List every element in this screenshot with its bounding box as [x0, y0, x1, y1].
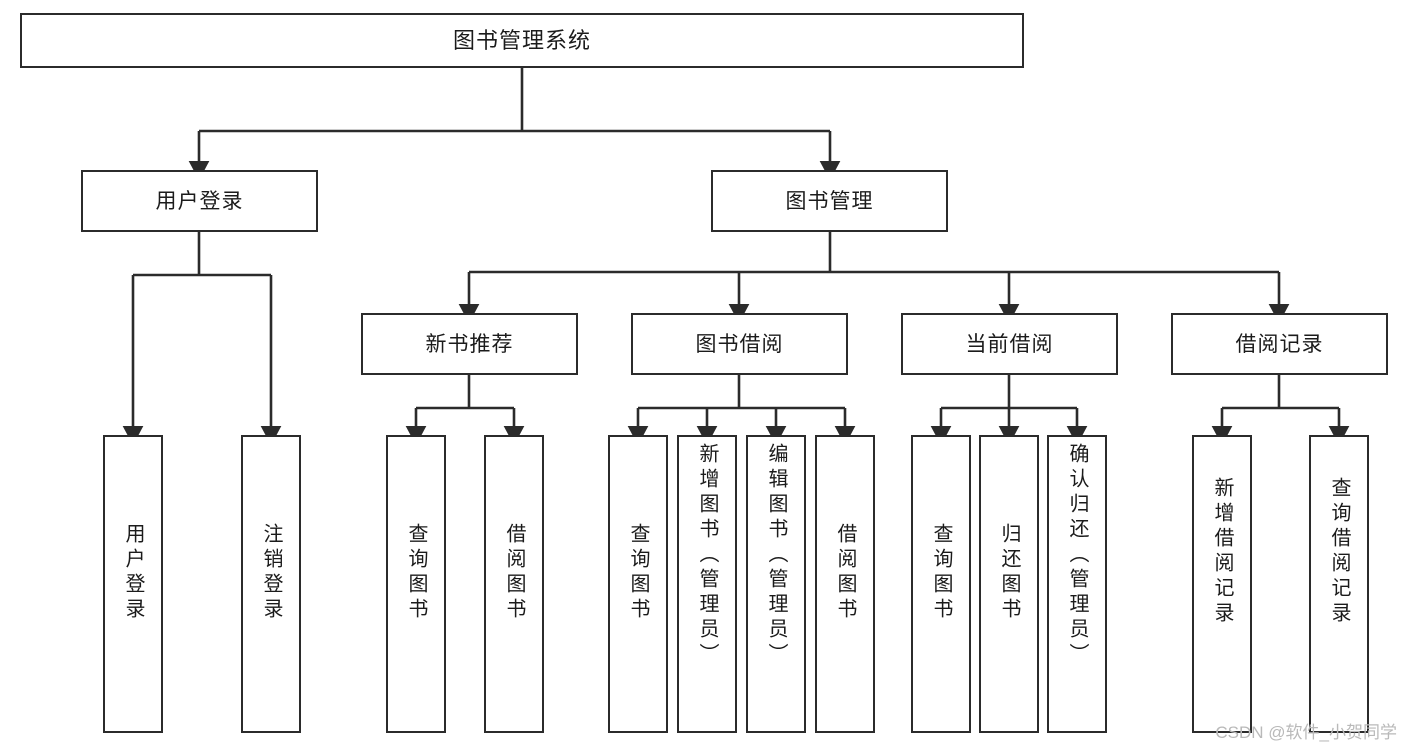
leaf-confirm-return[interactable]: 确认归还（管理员）: [1047, 435, 1107, 733]
leaf-query-book-current-label: 查询图书: [930, 523, 952, 623]
node-root-label: 图书管理系统: [452, 27, 591, 53]
leaf-borrow-book[interactable]: 借阅图书: [815, 435, 875, 733]
node-borrow-record[interactable]: 借阅记录: [1171, 313, 1388, 375]
leaf-add-borrow-record[interactable]: 新增借阅记录: [1192, 435, 1252, 733]
node-book-manage[interactable]: 图书管理: [711, 170, 948, 232]
leaf-add-book-label: 新增图书（管理员）: [696, 443, 718, 668]
leaf-confirm-return-label: 确认归还（管理员）: [1066, 443, 1088, 668]
node-borrow-record-label: 借阅记录: [1235, 332, 1324, 356]
node-new-book-recommend-label: 新书推荐: [425, 332, 514, 356]
node-root[interactable]: 图书管理系统: [20, 13, 1024, 68]
leaf-query-book-recommend-label: 查询图书: [405, 523, 427, 623]
leaf-edit-book[interactable]: 编辑图书（管理员）: [746, 435, 806, 733]
leaf-add-book[interactable]: 新增图书（管理员）: [677, 435, 737, 733]
leaf-edit-book-label: 编辑图书（管理员）: [765, 443, 787, 668]
leaf-query-book-current[interactable]: 查询图书: [911, 435, 971, 733]
node-user-login[interactable]: 用户登录: [81, 170, 318, 232]
leaf-query-book-borrow-label: 查询图书: [627, 523, 649, 623]
watermark: CSDN @软件_小贺同学: [1215, 723, 1397, 742]
node-book-manage-label: 图书管理: [785, 189, 874, 213]
leaf-borrow-book-label: 借阅图书: [834, 523, 856, 623]
node-book-borrow-label: 图书借阅: [695, 332, 784, 356]
leaf-borrow-book-recommend[interactable]: 借阅图书: [484, 435, 544, 733]
node-book-borrow[interactable]: 图书借阅: [631, 313, 848, 375]
node-current-borrow[interactable]: 当前借阅: [901, 313, 1118, 375]
leaf-return-book[interactable]: 归还图书: [979, 435, 1039, 733]
leaf-add-borrow-record-label: 新增借阅记录: [1211, 477, 1233, 627]
leaf-query-borrow-record[interactable]: 查询借阅记录: [1309, 435, 1369, 733]
leaf-user-login-label: 用户登录: [122, 523, 144, 623]
node-user-login-label: 用户登录: [155, 189, 244, 213]
leaf-return-book-label: 归还图书: [998, 523, 1020, 623]
node-new-book-recommend[interactable]: 新书推荐: [361, 313, 578, 375]
leaf-user-login[interactable]: 用户登录: [103, 435, 163, 733]
leaf-borrow-book-recommend-label: 借阅图书: [503, 523, 525, 623]
node-current-borrow-label: 当前借阅: [965, 332, 1054, 356]
leaf-query-book-recommend[interactable]: 查询图书: [386, 435, 446, 733]
leaf-logout-label: 注销登录: [260, 523, 282, 623]
leaf-query-borrow-record-label: 查询借阅记录: [1328, 477, 1350, 627]
leaf-query-book-borrow[interactable]: 查询图书: [608, 435, 668, 733]
leaf-logout[interactable]: 注销登录: [241, 435, 301, 733]
